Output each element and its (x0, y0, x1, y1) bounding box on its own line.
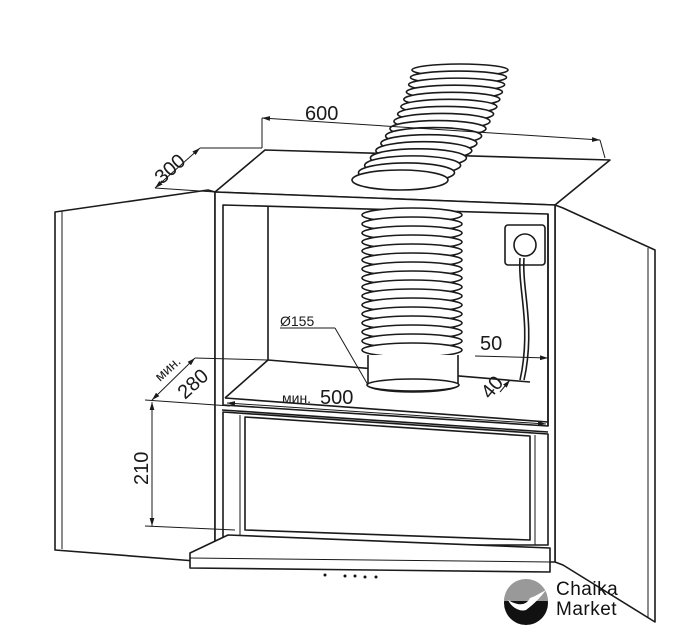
flexible-duct (351, 63, 509, 393)
dim-socket-offset-50: 50 (480, 333, 502, 355)
logo-line1: Chaika (556, 579, 619, 600)
duct-ring (361, 342, 463, 358)
power-socket (504, 224, 546, 381)
logo-icon (504, 579, 548, 625)
duct-ring (351, 169, 449, 191)
cooker-hood (189, 415, 551, 579)
logo-line2: Market (556, 599, 618, 620)
right-door (554, 204, 656, 623)
duct-ring (366, 378, 460, 392)
control-buttons (323, 573, 378, 579)
dim-hood-height-210: 210 (131, 452, 153, 485)
dim-depth-300: 300 (151, 150, 191, 189)
dim-min-width-prefix: мин. (282, 390, 311, 406)
dim-min-width-500: 500 (320, 387, 353, 409)
dimension-lines (144, 116, 606, 531)
dim-duct-diameter: Ø155 (280, 313, 314, 329)
logo-wordmark: Chaika Market (556, 580, 618, 620)
dim-width-600: 600 (305, 103, 338, 125)
